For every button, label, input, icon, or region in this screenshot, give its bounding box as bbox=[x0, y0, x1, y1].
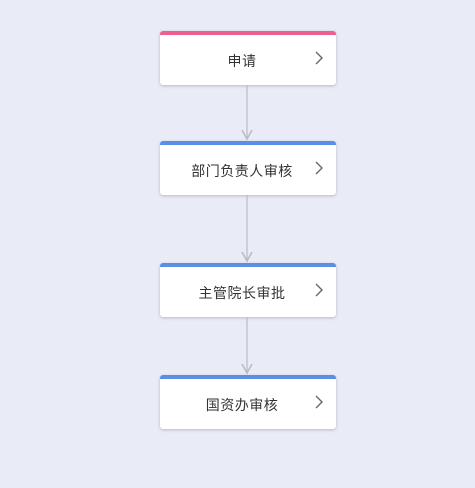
chevron-right-icon bbox=[315, 395, 323, 409]
flow-step-department-review[interactable]: 部门负责人审核 bbox=[160, 141, 336, 195]
chevron-right-icon bbox=[315, 283, 323, 297]
flow-step-label: 申请 bbox=[227, 54, 257, 70]
flow-step-dean-approval[interactable]: 主管院长审批 bbox=[160, 263, 336, 317]
flow-step-asset-office-review[interactable]: 国资办审核 bbox=[160, 375, 336, 429]
flow-step-apply[interactable]: 申请 bbox=[160, 31, 336, 85]
arrow-down-icon bbox=[241, 195, 253, 263]
flow-step-label: 部门负责人审核 bbox=[191, 164, 293, 180]
arrow-down-icon bbox=[241, 317, 253, 375]
flow-step-label: 主管院长审批 bbox=[198, 286, 286, 302]
chevron-right-icon bbox=[315, 51, 323, 65]
chevron-right-icon bbox=[315, 161, 323, 175]
arrow-down-icon bbox=[241, 85, 253, 141]
flow-step-label: 国资办审核 bbox=[205, 398, 279, 414]
